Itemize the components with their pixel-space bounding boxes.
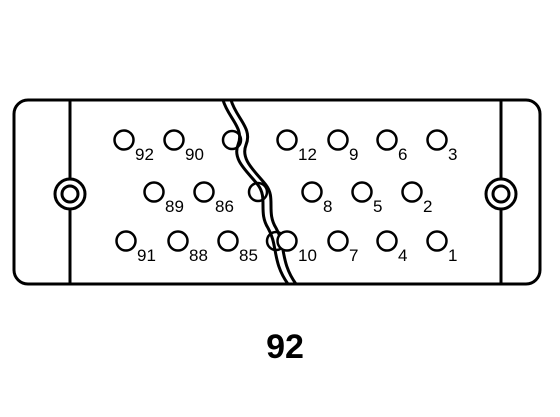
pin-3 [426,129,448,151]
partial-pin-row1 [221,129,243,151]
pin-label-6: 6 [398,145,407,164]
pin-label-9: 9 [349,145,358,164]
break-line-left [221,99,290,285]
pin-92 [113,129,135,151]
left-mounting-hole [53,177,87,211]
pin-91 [115,230,137,252]
pin-9 [327,129,349,151]
pin-label-92: 92 [135,145,154,164]
pin-89 [143,181,165,203]
pin-10 [276,230,298,252]
pin-label-90: 90 [185,145,204,164]
pin-12 [276,129,298,151]
pin-label-86: 86 [215,197,234,216]
pin-label-1: 1 [448,246,457,265]
pin-label-91: 91 [137,246,156,265]
right-mounting-hole [484,177,518,211]
pin-label-89: 89 [165,197,184,216]
pin-label-8: 8 [323,197,332,216]
partial-pin-row2 [247,181,269,203]
pin-label-5: 5 [373,197,382,216]
pin-label-10: 10 [298,246,317,265]
pin-90 [163,129,185,151]
pin-label-12: 12 [298,145,317,164]
pin-2 [401,181,423,203]
diagram-caption: 92 [266,328,304,366]
pin-1 [426,230,448,252]
pin-7 [327,230,349,252]
pin-8 [301,181,323,203]
pin-4 [376,230,398,252]
pin-label-7: 7 [349,246,358,265]
pin-label-88: 88 [189,246,208,265]
pin-label-2: 2 [423,197,432,216]
pin-6 [376,129,398,151]
pin-86 [193,181,215,203]
pin-5 [351,181,373,203]
pin-label-4: 4 [398,246,407,265]
connector-body [12,98,542,286]
pin-85 [217,230,239,252]
pin-label-85: 85 [239,246,258,265]
pin-label-3: 3 [448,145,457,164]
pin-88 [167,230,189,252]
